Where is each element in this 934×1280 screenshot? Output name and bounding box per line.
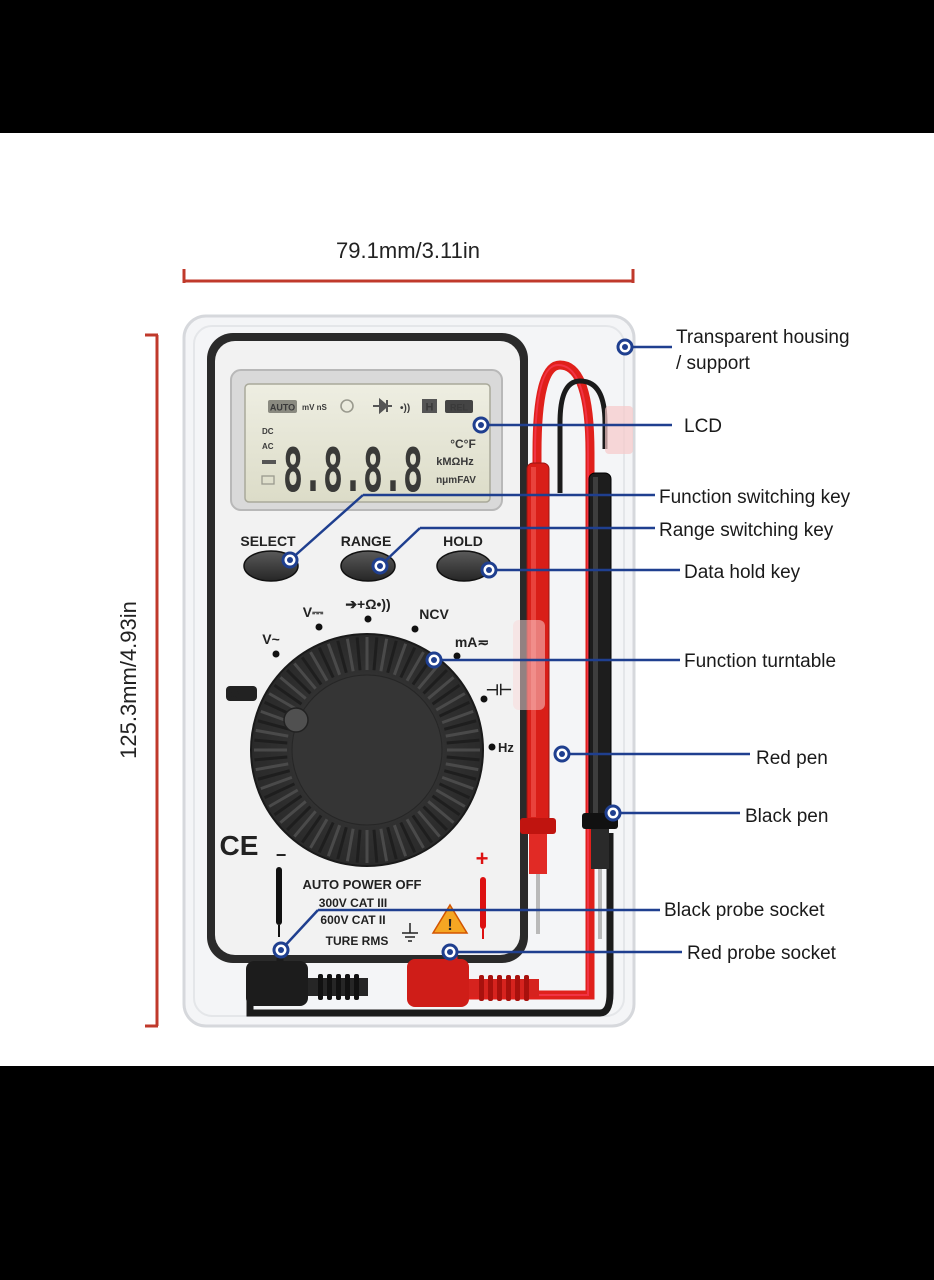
hold-button-label: HOLD — [443, 533, 483, 549]
callout-label-housing-2: / support — [676, 353, 751, 374]
ground-icon — [402, 923, 418, 942]
minus-label: − — [276, 845, 287, 865]
rel-indicator-box — [445, 400, 473, 413]
ac-indicator: AC — [262, 442, 274, 451]
diagram-panel: 79.1mm/3.11in 125.3mm/4.93in AUTO mV nS … — [0, 133, 934, 1066]
battery-icon — [261, 475, 275, 485]
callouts — [280, 345, 750, 954]
auto-indicator: AUTO — [270, 403, 295, 413]
width-dimension: 79.1mm/3.11in — [182, 238, 635, 283]
warning-icon: ! — [431, 903, 469, 934]
rel-indicator: REL — [450, 403, 469, 413]
dial-label-vdc: V⎓ — [303, 604, 324, 620]
svg-text:mV nS: mV nS — [302, 403, 328, 412]
dial-label-hz: Hz — [498, 740, 514, 755]
auto-indicator-box — [268, 400, 297, 413]
callout-label-function-key: Function switching key — [659, 487, 851, 508]
cat3-text: 300V CAT III — [319, 896, 387, 910]
ce-label: CE — [220, 830, 259, 861]
red-probe-icon — [480, 877, 486, 939]
diode-indicator-icon — [373, 397, 392, 415]
ce-mark: CE — [220, 830, 259, 861]
callout-dot-centers — [278, 344, 628, 955]
dial-label-vac: V~ — [262, 631, 280, 647]
callout-label-housing: Transparent housing — [676, 327, 850, 348]
dial-label-ma: mA≂ — [455, 634, 489, 650]
dial-label-ncv: NCV — [419, 606, 449, 622]
black-plug — [246, 961, 368, 1006]
callout-label-hold-key: Data hold key — [684, 562, 801, 583]
dial-label-capacitance: ⊣⊢ — [486, 682, 512, 699]
callout-label-lcd: LCD — [684, 416, 722, 437]
safety-text: AUTO POWER OFF 300V CAT III 600V CAT II … — [303, 877, 469, 948]
dial-ribs — [254, 637, 480, 863]
callout-label-red-pen: Red pen — [756, 748, 828, 769]
lcd-units-misc: nμmFAV — [436, 475, 476, 486]
true-rms-text: TURE RMS — [326, 934, 389, 948]
callout-label-range-key: Range switching key — [659, 520, 834, 541]
timer-icon — [340, 399, 354, 413]
callout-line-black-socket-a — [280, 909, 319, 951]
dial-markings: V⎓ ➔+Ω•)) NCV V~ mA≂ ⊣⊢ OFF Hz — [226, 596, 514, 755]
callout-label-turntable: Function turntable — [684, 651, 836, 672]
housing-clip-middle — [513, 620, 545, 710]
plus-label: + — [476, 846, 489, 871]
red-lead — [448, 360, 595, 1000]
width-label: 79.1mm/3.11in — [336, 238, 480, 263]
dc-indicator: DC — [262, 427, 274, 436]
multimeter-diagram: 79.1mm/3.11in 125.3mm/4.93in AUTO mV nS … — [116, 238, 851, 1028]
lcd-units-temp: °C°F — [450, 437, 476, 451]
black-pen-probe — [582, 472, 618, 939]
lcd-display: AUTO mV nS •)) H REL DC AC 8.8.8.8 °C°F … — [230, 369, 503, 511]
hold-indicator-box — [422, 399, 437, 413]
svg-text:!: ! — [447, 917, 452, 934]
off-label-box — [226, 686, 257, 701]
red-plug — [407, 959, 539, 1007]
auto-power-off-text: AUTO POWER OFF — [303, 877, 422, 892]
callout-label-black-pen: Black pen — [745, 806, 828, 827]
minus-sign-segment — [262, 460, 276, 464]
dial-pointer — [283, 707, 309, 733]
height-dimension: 125.3mm/4.93in — [116, 333, 159, 1028]
range-button-group[interactable]: RANGE — [340, 533, 396, 582]
housing-clip-top — [605, 406, 633, 454]
buzzer-indicator-icon: •)) — [400, 403, 410, 414]
dial-label-off: OFF — [231, 689, 253, 701]
function-dial[interactable] — [250, 633, 484, 867]
range-button-label: RANGE — [341, 533, 392, 549]
black-probe-icon — [276, 867, 282, 937]
hold-indicator: H — [426, 402, 434, 414]
dial-label-diode-ohm: ➔+Ω•)) — [345, 596, 390, 612]
callout-line-range-key-a — [379, 527, 421, 567]
callout-line-function-key-a — [289, 494, 364, 561]
height-label: 125.3mm/4.93in — [116, 601, 141, 759]
callout-label-black-socket: Black probe socket — [664, 900, 825, 921]
select-button-label: SELECT — [240, 533, 296, 549]
callout-label-red-socket: Red probe socket — [687, 943, 837, 964]
cat2-text: 600V CAT II — [320, 913, 385, 927]
lcd-units-resistance: kMΩHz — [436, 456, 474, 468]
